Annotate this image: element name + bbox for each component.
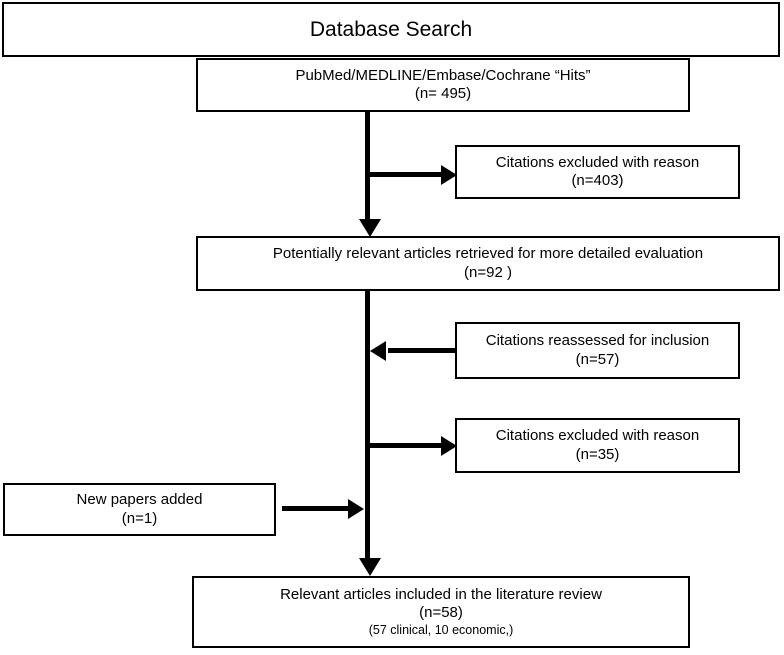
connector-new-papers-to-trunk-stem (282, 506, 350, 511)
node-new-papers-added-count: (n=1) (121, 509, 158, 527)
connector-to-excluded-35-arrowhead-icon (441, 436, 457, 456)
node-citations-reassessed-57: Citations reassessed for inclusion (n=57… (455, 322, 740, 379)
connector-potentially-relevant-to-included-arrowhead-icon (359, 558, 381, 576)
node-database-search: Database Search (2, 2, 780, 57)
connector-hits-to-potentially-relevant-arrowhead-icon (359, 219, 381, 237)
node-citations-excluded-403: Citations excluded with reason (n=403) (455, 145, 740, 199)
connector-to-excluded-403-arrowhead-icon (441, 165, 457, 185)
node-relevant-articles-included-breakdown: (57 clinical, 10 economic,) (368, 622, 514, 637)
node-citations-reassessed-57-count: (n=57) (575, 350, 620, 368)
node-citations-excluded-403-count: (n=403) (571, 172, 624, 189)
connector-reassessed-57-to-trunk-arrowhead-icon (370, 341, 386, 361)
node-citations-reassessed-57-line1: Citations reassessed for inclusion (485, 332, 710, 350)
node-database-hits-line1: PubMed/MEDLINE/Embase/Cochrane “Hits” (295, 66, 591, 84)
connector-to-excluded-35-stem (368, 443, 443, 448)
node-relevant-articles-included-line1: Relevant articles included in the litera… (280, 586, 602, 604)
connector-reassessed-57-to-trunk-stem (388, 348, 456, 353)
node-potentially-relevant-articles: Potentially relevant articles retrieved … (196, 236, 780, 291)
node-relevant-articles-included-count: (n=58) (419, 604, 463, 622)
connector-hits-to-potentially-relevant-stem (365, 112, 370, 220)
node-potentially-relevant-articles-line1: Potentially relevant articles retrieved … (272, 245, 704, 263)
node-citations-excluded-35: Citations excluded with reason (n=35) (455, 418, 740, 473)
node-citations-excluded-403-line1: Citations excluded with reason (495, 153, 700, 171)
node-citations-excluded-35-line1: Citations excluded with reason (495, 427, 700, 445)
node-new-papers-added: New papers added (n=1) (3, 483, 276, 536)
node-database-hits-count: (n= 495) (414, 85, 472, 102)
node-database-hits: PubMed/MEDLINE/Embase/Cochrane “Hits” (n… (196, 58, 690, 112)
node-potentially-relevant-articles-count: (n=92 ) (464, 263, 512, 281)
node-new-papers-added-line1: New papers added (76, 491, 203, 509)
connector-potentially-relevant-to-included-stem (365, 291, 370, 559)
node-citations-excluded-35-count: (n=35) (575, 445, 620, 463)
node-relevant-articles-included: Relevant articles included in the litera… (192, 576, 690, 648)
connector-to-excluded-403-stem (368, 172, 443, 177)
node-database-search-label: Database Search (309, 17, 473, 41)
connector-new-papers-to-trunk-arrowhead-icon (348, 499, 364, 519)
